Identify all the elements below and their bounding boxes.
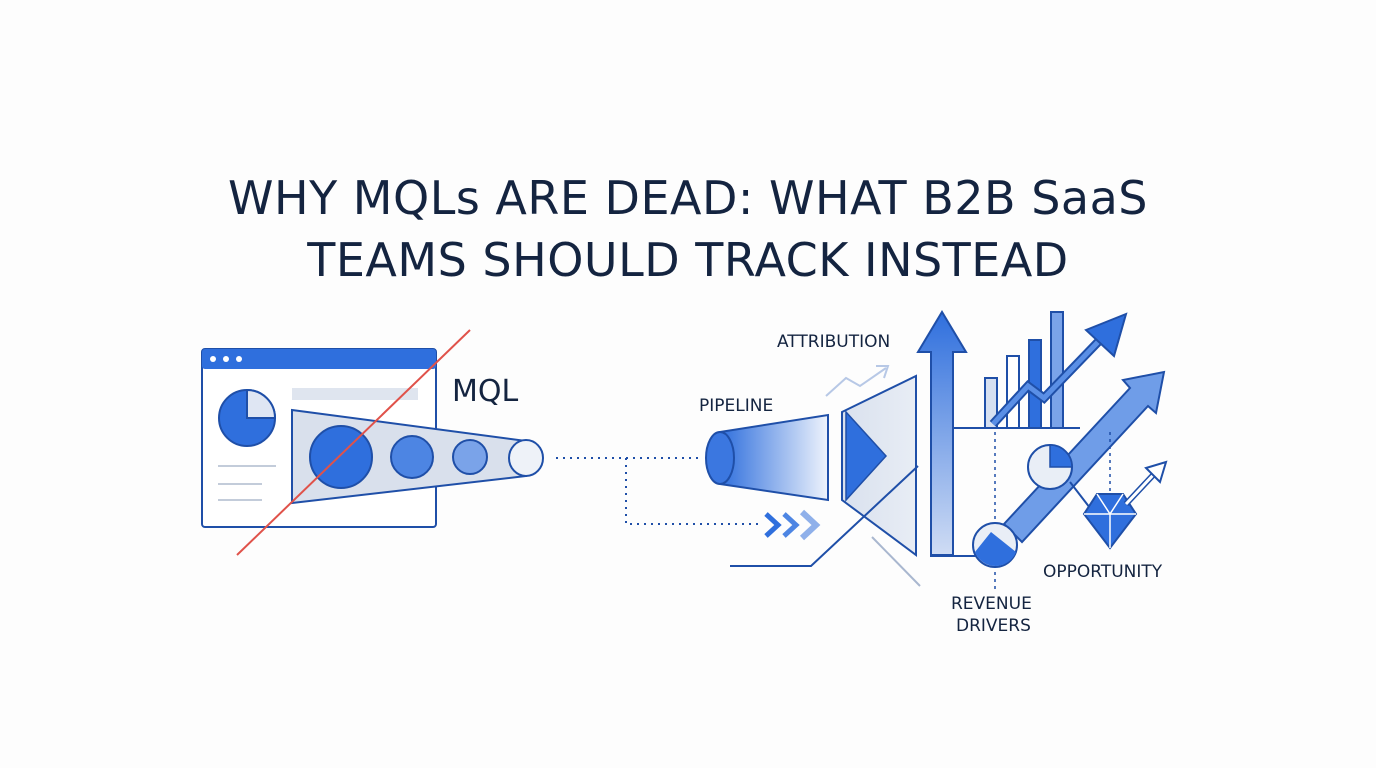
small-trend-arrow: [825, 367, 887, 397]
opportunity-label: OPPORTUNITY: [1043, 562, 1163, 582]
revenue-label-line-2: DRIVERS: [956, 616, 1031, 636]
base-lines: [730, 465, 921, 587]
small-trend-arrowhead: [876, 365, 890, 379]
title-line-2: TEAMS SHOULD TRACK INSTEAD: [307, 232, 1069, 287]
strike-line: [236, 329, 471, 556]
bar-chart-icon: [984, 311, 1064, 429]
dotted-connectors: [556, 457, 760, 525]
pipeline-cone-icon: [705, 413, 829, 502]
node-connector: [1069, 481, 1091, 509]
trend-arrow-icon: [989, 312, 1128, 428]
pipeline-label: PIPELINE: [699, 396, 773, 416]
funnel-icon: [291, 408, 544, 505]
revenue-label-line-1: REVENUE: [951, 594, 1032, 614]
small-up-arrow-icon: [1123, 460, 1168, 507]
title-line-1: WHY MQLs ARE DEAD: WHAT B2B SaaS: [228, 170, 1148, 225]
pie-chart-icon: [218, 388, 277, 447]
diamond-icon: [1082, 493, 1138, 550]
diagonal-arrow-icon: [1002, 370, 1166, 544]
dashed-guides: [994, 432, 1111, 590]
axis-frame: [930, 428, 980, 557]
revenue-node-icon: [972, 522, 1018, 568]
chevrons-icon: [764, 509, 821, 541]
triangle-panel: [841, 374, 917, 557]
pie-node-icon: [1027, 444, 1073, 490]
page-title: WHY MQLs ARE DEAD: WHAT B2B SaaS TEAMS S…: [0, 167, 1376, 291]
mql-label: MQL: [452, 374, 518, 409]
growth-arrow-icon: [916, 310, 968, 556]
attribution-label: ATTRIBUTION: [777, 332, 890, 352]
